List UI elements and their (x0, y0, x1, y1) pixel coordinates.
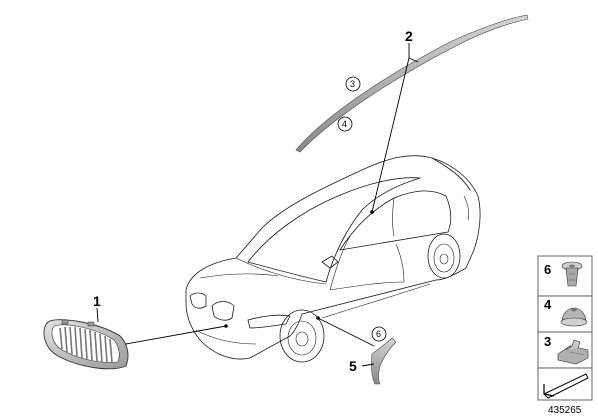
panel-number-3: 3 (544, 334, 551, 349)
leader-lines (96, 43, 419, 367)
callout-5: 5 (349, 358, 357, 374)
bracket-clip-icon (557, 339, 589, 365)
circled-label-6: 6 (376, 329, 381, 339)
car-outline (185, 155, 481, 363)
reference-number: 435265 (548, 405, 582, 416)
leader-dot (224, 324, 228, 328)
circled-marker-3 (345, 76, 361, 92)
circled-label-3: 3 (350, 79, 355, 89)
panel-number-6: 6 (544, 262, 551, 277)
leader-dot (316, 316, 320, 320)
leader-dot (370, 210, 374, 214)
callout-2: 2 (405, 28, 413, 44)
arrow-icon (543, 373, 589, 399)
circled-marker-4 (337, 116, 353, 132)
side-trim-part (371, 337, 397, 385)
expanding-nut-icon (561, 261, 583, 287)
panel-number-4: 4 (544, 297, 552, 312)
circled-label-4: 4 (342, 119, 347, 129)
kidney-grille-part (43, 319, 129, 370)
callout-1: 1 (93, 293, 101, 309)
circled-marker-6 (371, 326, 387, 342)
clip-nut-icon (560, 307, 588, 327)
roof-molding-strip (295, 14, 529, 153)
fastener-panel: 6 4 3 (537, 255, 593, 401)
